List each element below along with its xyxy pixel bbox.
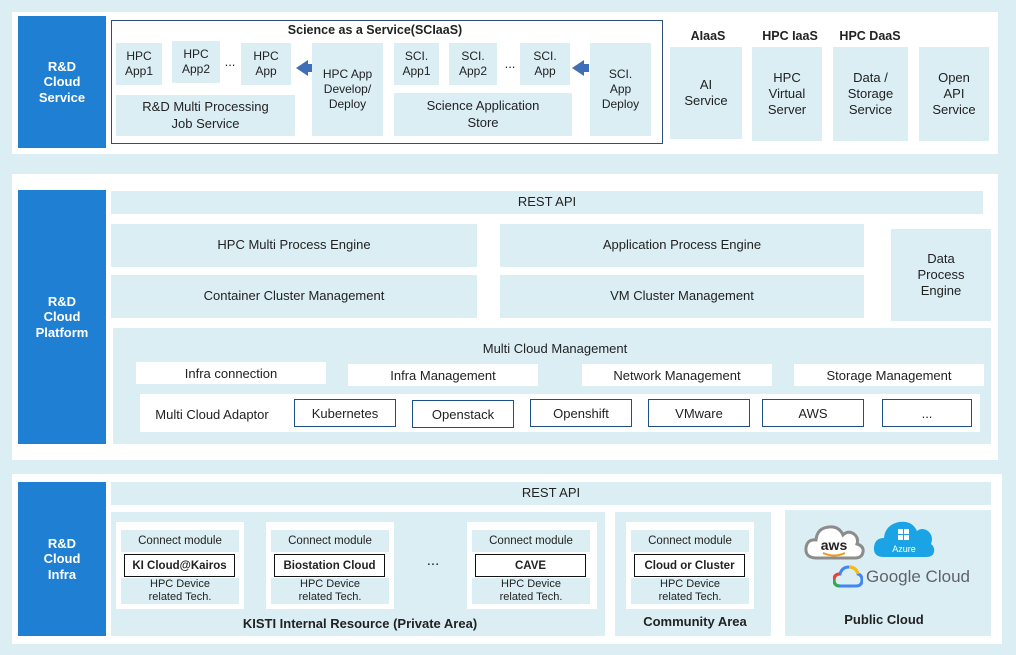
infra-layer-label: R&D Cloud Infra: [18, 482, 106, 636]
sci-apps-ellipsis: ...: [504, 55, 516, 71]
sci-app2-box: SCI. App2: [449, 43, 497, 85]
hpc-multi-process-engine: HPC Multi Process Engine: [111, 224, 477, 267]
multi-job-service-box: R&D Multi Processing Job Service: [116, 95, 295, 136]
hpc-app-box: HPC App: [241, 43, 291, 85]
platform-rest-api: REST API: [111, 191, 983, 214]
service-layer-label: R&D Cloud Service: [18, 16, 106, 148]
hpc-iaas-title: HPC IaaS: [762, 29, 818, 43]
community-area-label: Community Area: [643, 613, 747, 629]
azure-cloud-icon: Azure: [873, 521, 935, 557]
adaptor-kubernetes: Kubernetes: [294, 399, 396, 427]
ai-service-box: AI Service: [670, 47, 742, 139]
sci-deploy-box: SCI. App Deploy: [590, 43, 651, 136]
hpc-app1-box: HPC App1: [116, 43, 162, 85]
open-api-service-box: Open API Service: [919, 47, 989, 141]
storage-management-box: Storage Management: [794, 364, 984, 386]
hpc-app2-box: HPC App2: [172, 41, 220, 83]
kisti-module-1-tech: HPC Device related Tech.: [121, 578, 239, 604]
hpc-daas-title: HPC DaaS: [839, 29, 901, 43]
hpc-apps-ellipsis: ...: [224, 53, 236, 69]
kisti-modules-ellipsis: ...: [426, 551, 440, 569]
google-cloud-logo-text: Google Cloud: [866, 567, 970, 586]
vm-cluster-management: VM Cluster Management: [500, 275, 864, 318]
kisti-module-1-cloud: KI Cloud@Kairos: [124, 554, 235, 577]
kisti-module-2-cloud: Biostation Cloud: [274, 554, 385, 577]
community-module-cloud: Cloud or Cluster: [634, 554, 745, 577]
kisti-module-3-cloud: CAVE: [475, 554, 586, 577]
infra-rest-api: REST API: [111, 482, 991, 505]
hpc-develop-box: HPC App Develop/ Deploy: [312, 43, 383, 136]
hpc-virtual-server-box: HPC Virtual Server: [752, 47, 822, 141]
multi-cloud-adaptor-label: Multi Cloud Adaptor: [155, 406, 269, 422]
azure-logo-text: Azure: [892, 544, 916, 554]
aws-logo-text: aws: [821, 537, 848, 553]
google-cloud-icon: [833, 565, 863, 588]
sci-deploy-arrow-icon: [572, 60, 584, 76]
aws-cloud-icon: aws: [804, 525, 865, 560]
adaptor-aws: AWS: [762, 399, 864, 427]
sci-deploy-arrow-tail: [583, 64, 589, 72]
kisti-module-1-connect: Connect module: [121, 530, 239, 552]
sci-app1-box: SCI. App1: [394, 43, 439, 85]
kisti-module-2-connect: Connect module: [271, 530, 389, 552]
container-cluster-management: Container Cluster Management: [111, 275, 477, 318]
community-module-connect: Connect module: [631, 530, 749, 552]
sci-store-box: Science Application Store: [394, 93, 572, 136]
infra-management-box: Infra Management: [348, 364, 538, 386]
infra-connection-box: Infra connection: [136, 362, 326, 384]
adaptor-vmware: VMware: [648, 399, 750, 427]
hpc-deploy-arrow-tail: [307, 64, 313, 72]
kisti-module-3-connect: Connect module: [472, 530, 590, 552]
aiaas-title: AIaaS: [690, 29, 726, 43]
multi-cloud-management-title: Multi Cloud Management: [482, 340, 628, 356]
public-cloud-label: Public Cloud: [844, 611, 924, 627]
platform-layer-label: R&D Cloud Platform: [18, 190, 106, 444]
network-management-box: Network Management: [582, 364, 772, 386]
application-process-engine: Application Process Engine: [500, 224, 864, 267]
kisti-module-2-tech: HPC Device related Tech.: [271, 578, 389, 604]
kisti-internal-label: KISTI Internal Resource (Private Area): [242, 615, 478, 631]
adaptor-openshift: Openshift: [530, 399, 632, 427]
adaptor-openstack: Openstack: [412, 400, 514, 428]
adaptor-more: ...: [882, 399, 972, 427]
kisti-module-3-tech: HPC Device related Tech.: [472, 578, 590, 604]
data-storage-service-box: Data / Storage Service: [833, 47, 908, 141]
community-module-tech: HPC Device related Tech.: [631, 578, 749, 604]
sci-app-box: SCI. App: [520, 43, 570, 85]
data-process-engine: Data Process Engine: [891, 229, 991, 321]
sciaas-title: Science as a Service(SCIaaS): [287, 23, 463, 37]
hpc-deploy-arrow-icon: [296, 60, 308, 76]
